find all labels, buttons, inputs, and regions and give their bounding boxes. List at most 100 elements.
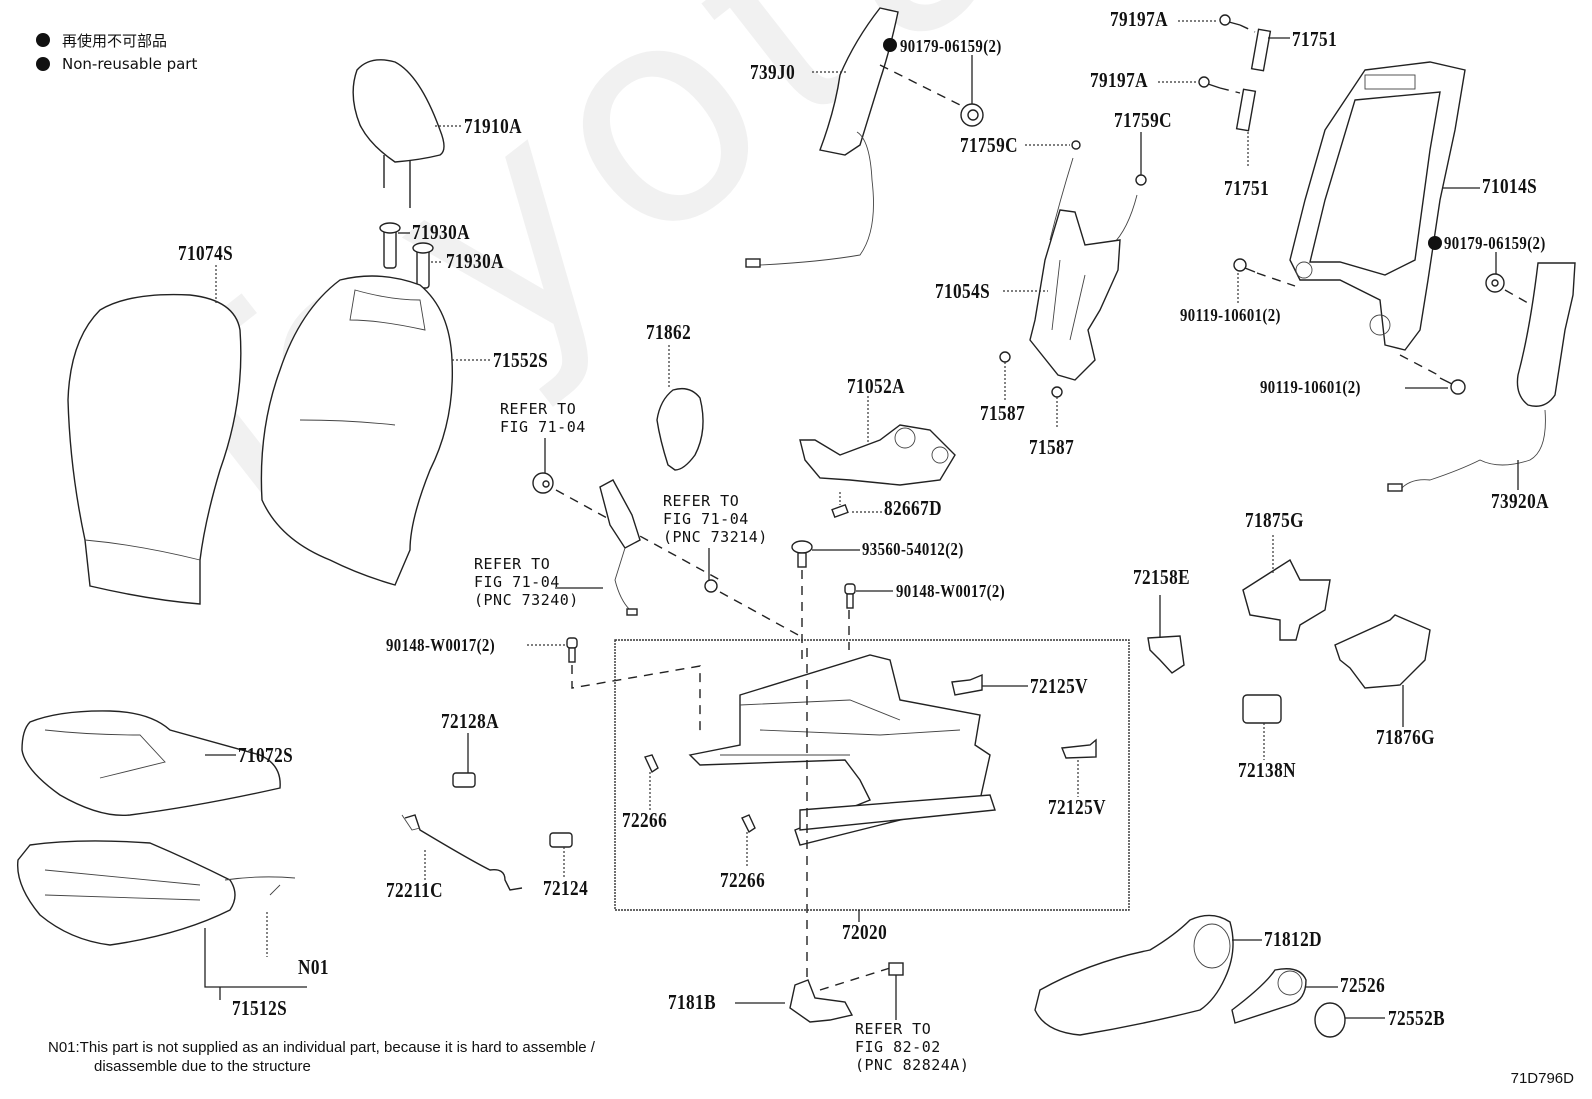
cover-part[interactable]	[1147, 635, 1185, 674]
part-label-79197A[interactable]: 79197A	[1110, 7, 1168, 31]
diagram-code: 71D796D	[1510, 1070, 1574, 1087]
part-label-71552S[interactable]: 71552S	[493, 348, 549, 372]
part-label-90179-06159[interactable]: 90179-06159(2)	[900, 36, 1002, 56]
part-label-72128A[interactable]: 72128A	[441, 709, 499, 733]
part-label-71014S[interactable]: 71014S	[1482, 174, 1538, 198]
seat-track-adjuster-part[interactable]	[688, 654, 996, 846]
seatback-pad-part[interactable]	[260, 275, 454, 586]
part-label-82667D[interactable]: 82667D	[884, 496, 942, 520]
clip-part[interactable]	[1071, 140, 1081, 150]
nut-part[interactable]	[704, 579, 718, 593]
seatbelt-buckle-part[interactable]	[599, 479, 641, 616]
part-label-71930A[interactable]: 71930A	[412, 220, 470, 244]
part-label-90179-06159[interactable]: 90179-06159(2)	[1444, 233, 1546, 253]
part-label-72266[interactable]: 72266	[720, 868, 766, 892]
part-label-71759C[interactable]: 71759C	[1114, 108, 1172, 132]
part-label-72526[interactable]: 72526	[1340, 973, 1386, 997]
part-label-71074S[interactable]: 71074S	[178, 241, 234, 265]
part-label-72124[interactable]: 72124	[543, 876, 589, 900]
bolt-part[interactable]	[844, 583, 856, 609]
reference-note-pnc-73240[interactable]: REFER TO FIG 71-04 (PNC 73240)	[474, 555, 579, 609]
screw-part[interactable]	[791, 540, 813, 568]
side-airbag-part[interactable]	[745, 7, 899, 268]
part-label-71587[interactable]: 71587	[980, 401, 1026, 425]
shield-cover-part[interactable]	[656, 387, 704, 471]
part-label-72138N[interactable]: 72138N	[1238, 758, 1296, 782]
part-label-71759C[interactable]: 71759C	[960, 133, 1018, 157]
part-label-72266[interactable]: 72266	[622, 808, 668, 832]
non-reusable-marker	[1428, 236, 1442, 250]
nut-part[interactable]	[1485, 273, 1505, 293]
non-reusable-dot-icon	[36, 57, 50, 71]
part-label-71910A[interactable]: 71910A	[464, 114, 522, 138]
switch-part[interactable]	[1242, 694, 1282, 724]
part-label-71930A[interactable]: 71930A	[446, 249, 504, 273]
part-label-71875G[interactable]: 71875G	[1245, 508, 1304, 532]
clip-part[interactable]	[644, 754, 756, 834]
connector-part[interactable]	[831, 503, 849, 519]
part-label-71072S[interactable]: 71072S	[238, 743, 294, 767]
nut-part[interactable]	[960, 103, 984, 127]
reference-note-pnc-82824A[interactable]: REFER TO FIG 82-02 (PNC 82824A)	[855, 1020, 970, 1074]
part-label-72211C[interactable]: 72211C	[386, 878, 444, 902]
part-label-72020[interactable]: 72020	[842, 920, 888, 944]
side-airbag-part[interactable]	[1387, 262, 1576, 492]
part-label-N01[interactable]: N01	[298, 955, 329, 979]
headrest-part[interactable]	[352, 59, 445, 208]
non-reusable-dot-icon	[36, 33, 50, 47]
part-label-90148-W0017[interactable]: 90148-W0017(2)	[386, 635, 496, 655]
recliner-handle-part[interactable]	[1231, 968, 1307, 1024]
bolt-part[interactable]	[566, 637, 578, 663]
part-label-72552B[interactable]: 72552B	[1388, 1006, 1446, 1030]
part-label-71812D[interactable]: 71812D	[1264, 927, 1322, 951]
part-label-71512S[interactable]: 71512S	[232, 996, 288, 1020]
part-label-90119-10601[interactable]: 90119-10601(2)	[1180, 305, 1281, 325]
part-label-71054S[interactable]: 71054S	[935, 279, 991, 303]
seat-cushion-cover-part[interactable]	[21, 710, 281, 817]
clip-part[interactable]	[549, 832, 573, 848]
recliner-bracket-part[interactable]	[1029, 157, 1138, 381]
seatback-cover-part[interactable]	[67, 293, 242, 605]
part-label-79197A[interactable]: 79197A	[1090, 68, 1148, 92]
part-label-71876G[interactable]: 71876G	[1376, 725, 1435, 749]
part-label-72158E[interactable]: 72158E	[1133, 565, 1191, 589]
clip-part[interactable]	[1135, 174, 1147, 186]
part-label-90119-10601[interactable]: 90119-10601(2)	[1260, 377, 1361, 397]
lever-knob-part[interactable]	[1235, 28, 1272, 132]
reference-note-fig-71-04[interactable]: REFER TO FIG 71-04	[500, 400, 586, 436]
adjuster-mechanism-part[interactable]	[799, 424, 956, 486]
cap-part[interactable]	[532, 472, 554, 494]
assembly-box	[614, 639, 1130, 911]
wire-bracket-part[interactable]	[401, 814, 523, 891]
part-label-71751[interactable]: 71751	[1224, 176, 1270, 200]
headrest-guide-part[interactable]	[379, 222, 434, 289]
bracket-part[interactable]	[789, 979, 854, 1023]
part-label-71052A[interactable]: 71052A	[847, 374, 905, 398]
nut-part[interactable]	[1051, 386, 1063, 398]
seatback-frame-part[interactable]	[1289, 61, 1466, 351]
bolt-part[interactable]	[1233, 258, 1466, 395]
part-label-7181B[interactable]: 7181B	[668, 990, 716, 1014]
connector-part[interactable]	[888, 962, 904, 976]
clip-part[interactable]	[452, 772, 476, 788]
part-label-73920A[interactable]: 73920A	[1491, 489, 1549, 513]
part-label-739J0[interactable]: 739J0	[750, 60, 796, 84]
clip-part[interactable]	[951, 673, 1097, 759]
seat-cushion-pad-part[interactable]	[16, 840, 296, 946]
reference-note-pnc-73214[interactable]: REFER TO FIG 71-04 (PNC 73214)	[663, 492, 768, 546]
cover-bracket-part[interactable]	[1334, 614, 1431, 689]
part-label-71587[interactable]: 71587	[1029, 435, 1075, 459]
part-label-71862[interactable]: 71862	[646, 320, 692, 344]
side-shield-part[interactable]	[1034, 914, 1234, 1036]
legend-japanese-label: 再使用不可部品	[62, 31, 168, 50]
part-label-72125V[interactable]: 72125V	[1048, 795, 1106, 819]
footnote: N01:This part is not supplied as an indi…	[48, 1038, 595, 1076]
part-label-72125V[interactable]: 72125V	[1030, 674, 1088, 698]
part-label-93560-54012[interactable]: 93560-54012(2)	[862, 539, 964, 559]
cover-bracket-part[interactable]	[1242, 558, 1331, 641]
nut-part[interactable]	[999, 351, 1011, 363]
part-label-71751[interactable]: 71751	[1292, 27, 1338, 51]
part-label-90148-W0017[interactable]: 90148-W0017(2)	[896, 581, 1006, 601]
screw-part[interactable]	[1198, 14, 1241, 89]
cap-part[interactable]	[1314, 1002, 1346, 1038]
